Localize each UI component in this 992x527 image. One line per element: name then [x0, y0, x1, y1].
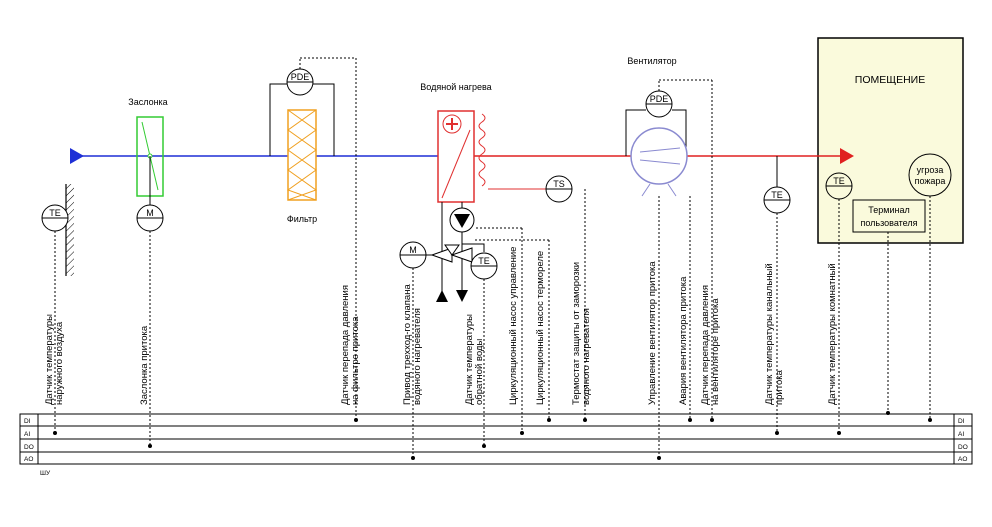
- bus-left-ai: AI: [24, 431, 30, 438]
- svg-text:Датчик температуры канальный: Датчик температуры канальный: [764, 263, 775, 405]
- user-terminal: [852, 199, 926, 233]
- svg-text:Привод трехход-го клапана: Привод трехход-го клапана: [402, 284, 413, 405]
- heater-title: Водяной нагрева: [420, 82, 491, 92]
- bus-right-ao: AO: [958, 456, 967, 463]
- sensor-label-fan-control: Управление вентилятор притока: [647, 261, 658, 405]
- sensor-label-outdoor-temp: Датчик температуры наружного воздуха: [44, 314, 65, 405]
- sensor-label-fan-alarm: Авария вентилятора притока: [678, 276, 689, 405]
- freeze-thermostat-tag: TS: [553, 179, 565, 189]
- svg-text:наружного воздуха: наружного воздуха: [54, 321, 65, 405]
- terminal-label-1: Терминал: [868, 205, 909, 215]
- svg-text:Датчик температуры: Датчик температуры: [464, 314, 475, 405]
- svg-text:водяного нагревателя: водяного нагревателя: [412, 308, 423, 405]
- fan-dp-tag: PDE: [650, 94, 669, 104]
- room-title: ПОМЕЩЕНИЕ: [855, 74, 925, 86]
- filter-pde-bypass: [269, 83, 288, 156]
- air-inlet-arrow-icon: [70, 148, 84, 164]
- bus-right-di: DI: [958, 418, 965, 425]
- svg-text:Датчик перепада давления: Датчик перепада давления: [340, 285, 351, 405]
- sensor-label-return-water: Датчик температуры обратной воды: [464, 314, 485, 405]
- svg-text:Термостат защиты от заморозки: Термостат защиты от заморозки: [571, 262, 582, 405]
- svg-text:Управление вентилятор притока: Управление вентилятор притока: [647, 261, 658, 405]
- terminal-label-2: пользователя: [861, 218, 918, 228]
- svg-text:Датчик перепада давления: Датчик перепада давления: [700, 285, 711, 405]
- filter-title: Фильтр: [287, 214, 317, 224]
- sensor-label-room-temp: Датчик температуры комнатный: [827, 263, 838, 405]
- svg-text:обратной воды: обратной воды: [474, 339, 485, 405]
- sensor-label-pump-control: Циркуляционный насос управление: [508, 247, 519, 405]
- fire-label-2: пожара: [915, 176, 946, 186]
- sensor-label-valve-actuator: Привод трехход-го клапана водяного нагре…: [402, 284, 423, 405]
- svg-text:Циркуляционный насос термореле: Циркуляционный насос термореле: [535, 251, 546, 405]
- valve-actuator-tag: M: [409, 245, 417, 255]
- supply-fan: [630, 127, 688, 185]
- return-water-temp-tag: TE: [478, 256, 490, 266]
- bus-left-ao: AO: [24, 456, 33, 463]
- svg-text:водяного нагревателя: водяного нагревателя: [581, 308, 592, 405]
- pump-icon: [454, 214, 470, 228]
- signal-wires: [54, 58, 931, 458]
- fan-title: Вентилятор: [627, 56, 676, 66]
- outdoor-temp-tag: TE: [49, 208, 61, 218]
- freeze-capillary: [478, 113, 486, 187]
- sensor-label-damper: Заслонка притока: [139, 325, 150, 405]
- sensor-label-pump-thermal: Циркуляционный насос термореле: [535, 251, 546, 405]
- svg-text:Датчик температуры комнатный: Датчик температуры комнатный: [827, 263, 838, 405]
- bus-connection-dots: [53, 411, 932, 460]
- sensor-label-filter-dp: Датчик перепада давления на фильтре прит…: [340, 285, 361, 405]
- filter-dp-tag: PDE: [291, 72, 310, 82]
- bus-left-di: DI: [24, 418, 31, 425]
- fire-alarm-sensor: [908, 153, 952, 197]
- return-water-arrow-icon: [456, 290, 468, 302]
- room-temp-tag: TE: [833, 176, 845, 186]
- svg-text:Заслонка притока: Заслонка притока: [139, 325, 150, 405]
- fire-label-1: угроза: [917, 165, 944, 175]
- sensor-label-freeze-thermostat: Термостат защиты от заморозки водяного н…: [571, 262, 592, 405]
- control-bus: DI AI DO AO DI AI DO AO ШУ: [19, 413, 973, 477]
- sensor-label-fan-dp: Датчик перепада давления на вентиляторе …: [700, 285, 721, 405]
- damper-title: Заслонка: [128, 97, 167, 107]
- sensor-label-duct-temp: Датчик температуры канальный притока: [764, 263, 785, 405]
- svg-text:Датчик температуры: Датчик температуры: [44, 314, 55, 405]
- outside-wall: [66, 184, 74, 276]
- cabinet-label: ШУ: [40, 470, 51, 477]
- svg-text:притока: притока: [774, 369, 785, 405]
- svg-text:на фильтре притока: на фильтре притока: [350, 316, 361, 405]
- svg-text:на вентиляторе притока: на вентиляторе притока: [710, 298, 721, 405]
- duct-temp-tag: TE: [771, 190, 783, 200]
- bus-right-do: DO: [958, 444, 968, 451]
- supply-water-arrow-icon: [436, 290, 448, 302]
- air-outlet-arrow-icon: [840, 148, 854, 164]
- filter-body: [287, 109, 317, 201]
- svg-text:Авария вентилятора притока: Авария вентилятора притока: [678, 276, 689, 405]
- bus-left-do: DO: [24, 444, 34, 451]
- fan-pde-bypass: [625, 109, 646, 156]
- damper-actuator-tag: M: [146, 208, 154, 218]
- bus-right-ai: AI: [958, 431, 964, 438]
- svg-text:Циркуляционный насос управлени: Циркуляционный насос управление: [508, 247, 519, 405]
